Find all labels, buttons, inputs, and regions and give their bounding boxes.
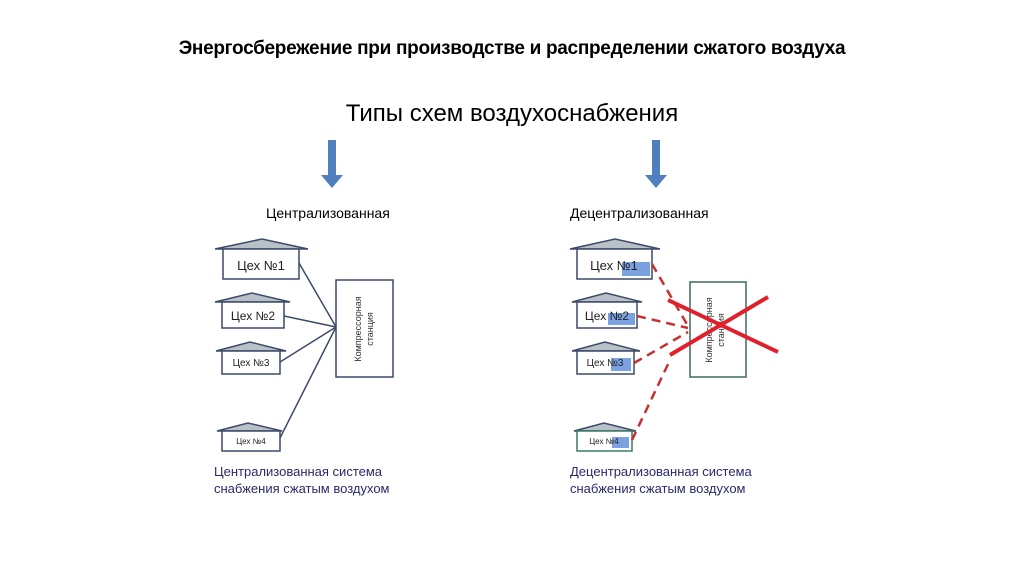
workshop-2: Цех №2	[571, 292, 643, 329]
centralized-diagram: Цех №1 Цех №2 Цех №3 Цех №4 Компрессорна…	[214, 238, 394, 452]
slide-subtitle: Типы схем воздухоснабжения	[345, 100, 679, 127]
workshop-3: Цех №3	[571, 341, 641, 375]
workshop-4: Цех №4	[573, 422, 637, 452]
workshop-label: Цех №3	[233, 358, 270, 369]
decentralized-label: Децентрализованная	[570, 205, 709, 221]
workshop-label: Цех №4	[236, 437, 266, 446]
caption-line: Децентрализованная система	[570, 464, 752, 479]
station-label: Компрессорная	[353, 296, 363, 361]
highlight	[612, 437, 629, 448]
compressor-station	[689, 281, 747, 378]
caption-line: Централизованная система	[214, 464, 383, 479]
workshop-label: Цех №4	[589, 437, 619, 446]
down-arrow-icon	[645, 140, 667, 188]
decentralized-caption: Децентрализованная система снабжения сжа…	[570, 463, 752, 497]
workshop-label: Цех №3	[587, 358, 624, 369]
workshop-3: Цех №3	[215, 341, 287, 375]
centralized-caption: Централизованная система снабжения сжаты…	[214, 463, 390, 497]
station-label: станция	[716, 313, 726, 347]
workshop-label: Цех №1	[237, 258, 285, 273]
highlight	[611, 358, 631, 371]
decentralized-diagram: Цех №1 Цех №2 Цех №3 Цех №4 Компрессорна…	[569, 238, 779, 452]
workshop-1: Цех №1	[214, 238, 309, 280]
centralized-label: Централизованная	[266, 205, 390, 221]
highlight	[608, 313, 635, 325]
compressor-station	[335, 279, 394, 378]
workshop-1: Цех №1	[569, 238, 661, 280]
caption-line: снабжения сжатым воздухом	[214, 481, 390, 496]
down-arrow-icon	[321, 140, 343, 188]
highlight	[622, 262, 650, 276]
workshop-label: Цех №1	[590, 258, 638, 273]
connection-lines	[279, 262, 337, 439]
workshop-4: Цех №4	[216, 422, 283, 452]
slide-title: Энергосбережение при производстве и расп…	[178, 38, 846, 59]
cross-out-icon	[667, 295, 779, 357]
workshop-label: Цех №2	[231, 309, 275, 323]
dashed-connection-lines	[630, 263, 690, 441]
workshop-2: Цех №2	[214, 292, 291, 329]
station-label: станция	[365, 312, 375, 346]
caption-line: снабжения сжатым воздухом	[570, 481, 746, 496]
workshop-label: Цех №2	[585, 309, 629, 323]
